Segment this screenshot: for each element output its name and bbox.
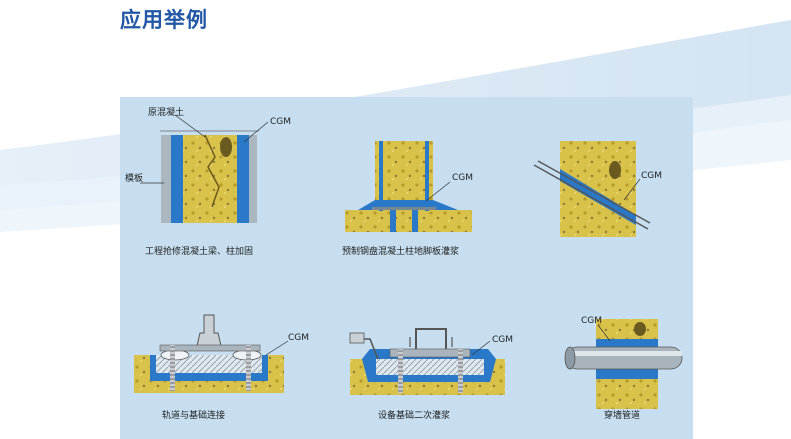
label-formwork: 模板 xyxy=(125,172,143,184)
diagram-canvas: 原混凝土 CGM 模板 工程抢修混凝土梁、柱加固 CGM 预制钢盘混凝土柱地脚板… xyxy=(125,106,683,421)
caption-wall-pipe: 穿墙管道 xyxy=(604,409,640,421)
label-cgm: CGM xyxy=(288,333,309,343)
label-cgm: CGM xyxy=(270,117,291,127)
diagram-beam-column-reinforcement: 原混凝土 CGM 模板 工程抢修混凝土梁、柱加固 xyxy=(125,106,291,257)
label-cgm: CGM xyxy=(581,316,602,326)
caption-column-baseplate: 预制钢盘混凝土柱地脚板灌浆 xyxy=(342,245,459,257)
caption-equipment-foundation: 设备基础二次灌浆 xyxy=(378,409,450,421)
caption-beam-column: 工程抢修混凝土梁、柱加固 xyxy=(145,245,253,257)
diagram-equipment-foundation-grouting: CGM 设备基础二次灌浆 xyxy=(349,328,513,421)
diagram-wall-pipe: CGM 穿墙管道 xyxy=(564,316,683,421)
diagram-rail-foundation: CGM 轨道与基础连接 xyxy=(134,314,309,421)
page-title: 应用举例 xyxy=(120,8,208,32)
label-cgm: CGM xyxy=(452,173,473,183)
application-examples-panel: 原混凝土 CGM 模板 工程抢修混凝土梁、柱加固 CGM 预制钢盘混凝土柱地脚板… xyxy=(120,97,693,439)
diagram-column-baseplate-grouting: CGM 预制钢盘混凝土柱地脚板灌浆 xyxy=(342,141,473,257)
caption-rail-foundation: 轨道与基础连接 xyxy=(162,409,225,421)
label-original-concrete: 原混凝土 xyxy=(148,106,184,118)
label-cgm: CGM xyxy=(641,171,662,181)
diagram-inclined-anchor: CGM xyxy=(533,141,662,237)
label-cgm: CGM xyxy=(492,335,513,345)
